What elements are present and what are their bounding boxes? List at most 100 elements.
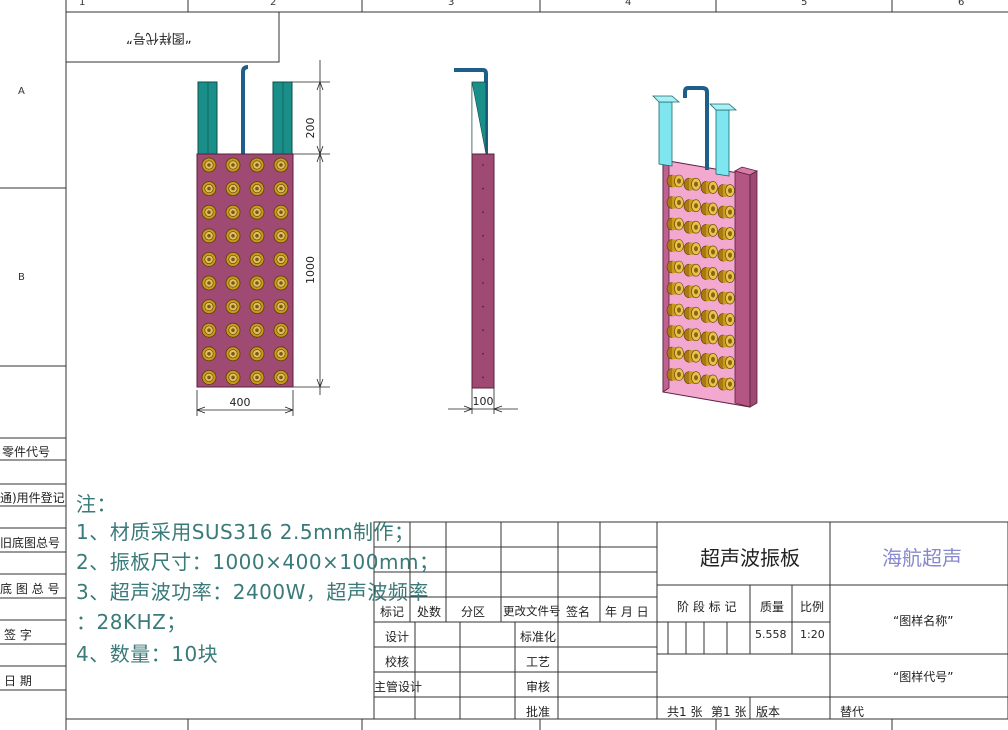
tb-sheet-no: 第1 张	[711, 705, 747, 719]
front-transducer	[225, 181, 241, 197]
isometric-view	[652, 86, 759, 408]
tb-header-count: 处数	[417, 605, 442, 619]
tb-drawing-name: “图样名称”	[893, 614, 954, 628]
iso-transducer	[683, 220, 701, 234]
front-transducer	[273, 204, 289, 220]
iso-transducer	[700, 353, 718, 366]
tb-sheets-total: 共1 张	[667, 705, 703, 719]
front-transducer	[201, 369, 217, 385]
front-transducer	[273, 369, 289, 385]
side-marker	[482, 329, 484, 332]
tb-role-approve: 批准	[526, 705, 551, 719]
zone-col-5: 5	[801, 0, 808, 8]
front-transducer	[201, 275, 217, 291]
notes-line-3: 3、超声波功率：2400W，超声波频率	[76, 580, 429, 604]
iso-transducer	[683, 285, 701, 299]
dim-pipe-height: 200	[304, 118, 317, 139]
side-marker	[482, 164, 484, 166]
iso-transducer	[666, 174, 684, 188]
side-marker	[482, 211, 484, 214]
tb-stage-label: 阶 段 标 记	[677, 600, 737, 614]
iso-transducer	[717, 356, 735, 369]
iso-transducer	[700, 288, 718, 302]
zone-ticks-left	[0, 187, 66, 367]
zone-col-6: 6	[958, 0, 965, 8]
iso-transducer	[717, 291, 735, 305]
front-transducer	[273, 181, 289, 197]
front-transducer	[225, 228, 241, 244]
iso-transducer	[717, 227, 735, 240]
notes-line-5: 4、数量：10块	[76, 642, 219, 666]
stamp-box	[65, 11, 280, 63]
front-transducer	[225, 369, 241, 385]
front-transducer	[249, 322, 265, 338]
iso-transducer	[700, 245, 718, 259]
left-label-sign: 签 字	[4, 628, 32, 642]
front-center-pipe	[241, 65, 249, 154]
iso-transducer	[683, 349, 701, 363]
front-transducer	[201, 157, 217, 173]
front-transducer	[225, 251, 241, 267]
side-view	[454, 68, 495, 389]
side-marker	[482, 305, 484, 308]
left-label-old-base: 旧底图总号	[0, 536, 61, 550]
tb-header-change-doc: 更改文件号	[503, 604, 561, 618]
side-marker	[482, 376, 484, 379]
left-label-common-part: 通)用件登记	[0, 491, 65, 505]
front-transducer	[201, 299, 217, 315]
iso-transducer	[683, 242, 701, 255]
iso-transducer	[700, 310, 718, 323]
tb-mass-label: 质量	[760, 600, 785, 614]
iso-transducer	[683, 306, 701, 320]
left-label-base: 底 图 总 号	[0, 582, 60, 596]
iso-transducer	[700, 267, 718, 280]
front-transducer	[225, 322, 241, 338]
front-transducer	[273, 299, 289, 315]
front-transducer	[249, 346, 265, 362]
front-transducer	[249, 181, 265, 197]
front-transducer	[273, 346, 289, 362]
side-marker	[482, 352, 484, 355]
notes-line-2: 2、振板尺寸：1000×400×100mm；	[76, 550, 440, 574]
tb-scale-value: 1:20	[800, 628, 825, 641]
side-plate	[471, 153, 495, 389]
dim-depth: 100	[473, 395, 494, 408]
notes-line-1: 1、材质采用SUS316 2.5mm制作；	[76, 520, 415, 544]
iso-transducer	[717, 184, 735, 197]
front-transducer	[273, 251, 289, 267]
iso-transducer	[666, 325, 684, 338]
front-transducer	[249, 204, 265, 220]
tb-scale-label: 比例	[800, 600, 825, 614]
tb-part-name: 超声波振板	[700, 546, 800, 570]
dim-plate-height: 1000	[304, 256, 317, 284]
iso-transducer	[683, 263, 701, 277]
iso-transducer	[700, 181, 718, 194]
iso-transducer	[717, 270, 735, 283]
front-transducer	[249, 275, 265, 291]
zone-row-a: A	[18, 86, 25, 97]
iso-transducer	[700, 374, 718, 388]
tb-header-mark: 标记	[380, 605, 405, 619]
zone-ticks-top	[187, 0, 893, 730]
front-dimensions	[196, 60, 330, 416]
title-block-lines	[373, 521, 1008, 720]
front-transducer	[273, 228, 289, 244]
iso-transducer	[683, 199, 701, 212]
zone-col-4: 4	[625, 0, 632, 8]
zone-col-1: 1	[79, 0, 86, 8]
tb-company: 海航超声	[882, 546, 962, 570]
iso-transducer	[666, 303, 684, 317]
iso-transducer	[717, 377, 735, 391]
iso-transducer	[683, 177, 701, 191]
iso-transducer	[666, 260, 684, 274]
iso-transducer	[666, 196, 684, 209]
iso-center-pipe	[683, 86, 709, 170]
front-transducer-grid	[201, 157, 289, 385]
front-transducer	[273, 275, 289, 291]
left-label-table	[0, 437, 66, 691]
side-pipe	[454, 68, 488, 154]
tb-role-check: 校核	[385, 655, 410, 669]
tb-role-process: 工艺	[526, 655, 551, 669]
iso-transducer	[700, 202, 718, 216]
